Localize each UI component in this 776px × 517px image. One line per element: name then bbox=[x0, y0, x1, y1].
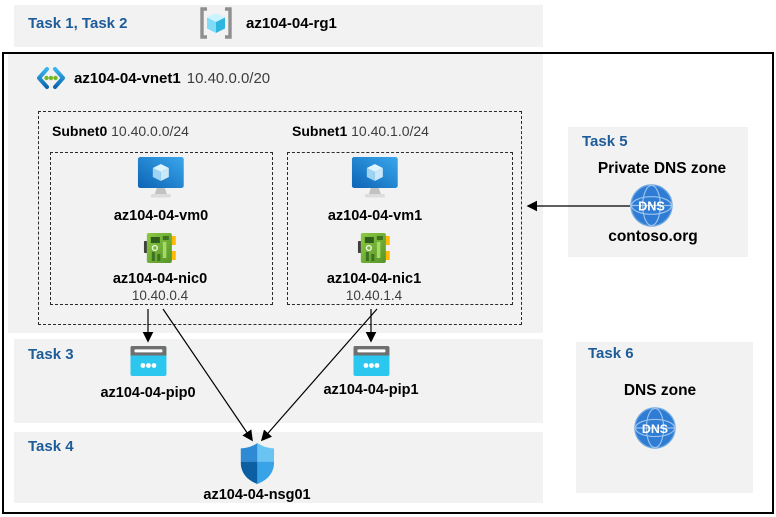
pip0-label: az104-04-pip0 bbox=[100, 385, 196, 401]
network-interface-icon bbox=[144, 233, 176, 263]
subnet0-outline bbox=[50, 152, 273, 305]
vm0-node: az104-04-vm0 bbox=[114, 157, 208, 224]
vnet-box bbox=[8, 54, 543, 333]
subnet0-name: Subnet0 bbox=[52, 123, 108, 139]
vm1-node: az104-04-vm1 bbox=[328, 157, 422, 224]
network-interface-icon bbox=[358, 233, 390, 263]
nic1-node: az104-04-nic1 10.40.1.4 bbox=[327, 232, 421, 303]
task4-band bbox=[14, 432, 543, 503]
private-dns-zone-title: Private DNS zone bbox=[597, 160, 727, 177]
private-dns-icon: DNS bbox=[630, 184, 673, 227]
resource-group-icon bbox=[200, 7, 232, 39]
nsg-label: az104-04-nsg01 bbox=[203, 487, 311, 503]
virtual-machine-icon bbox=[351, 157, 398, 198]
dns-zone-title: DNS zone bbox=[623, 382, 697, 399]
vm1-label: az104-04-vm1 bbox=[327, 208, 423, 224]
pip0-node: az104-04-pip0 bbox=[100, 346, 196, 401]
nic0-label: az104-04-nic0 bbox=[112, 271, 208, 287]
nsg-node: az104-04-nsg01 bbox=[203, 443, 311, 503]
dns-zone-icon: DNS bbox=[634, 407, 676, 449]
vnet-header: az104-04-vnet1 10.40.0.0/20 bbox=[36, 66, 270, 90]
vm0-label: az104-04-vm0 bbox=[113, 208, 209, 224]
subnet0-cidr: 10.40.0.0/24 bbox=[111, 123, 189, 139]
nic1-ip: 10.40.1.4 bbox=[345, 288, 403, 303]
task-3-label: Task 3 bbox=[28, 346, 74, 363]
dns-icon-text: DNS bbox=[638, 199, 665, 213]
virtual-network-icon bbox=[37, 67, 65, 89]
diagram-border bbox=[2, 52, 774, 514]
resource-group-band bbox=[14, 5, 543, 47]
subnet1-cidr: 10.40.1.0/24 bbox=[351, 123, 429, 139]
pip1-node: az104-04-pip1 bbox=[323, 346, 419, 398]
virtual-machine-icon bbox=[137, 157, 184, 198]
subnet0-header: Subnet0 10.40.0.0/24 bbox=[52, 123, 189, 139]
resource-group-name: az104-04-rg1 bbox=[246, 14, 337, 32]
nic0-node: az104-04-nic0 10.40.0.4 bbox=[113, 232, 207, 303]
contoso-zone-label: contoso.org bbox=[608, 228, 698, 245]
task3-band bbox=[14, 339, 543, 423]
public-ip-icon bbox=[129, 346, 166, 376]
vnet-cidr: 10.40.0.0/20 bbox=[186, 69, 271, 87]
subnet1-header: Subnet1 10.40.1.0/24 bbox=[292, 123, 429, 139]
nic0-ip: 10.40.0.4 bbox=[131, 288, 189, 303]
subnet1-outline bbox=[287, 152, 513, 305]
nic1-label: az104-04-nic1 bbox=[326, 271, 422, 287]
dns-icon-text: DNS bbox=[642, 422, 668, 436]
pip1-label: az104-04-pip1 bbox=[323, 382, 419, 398]
task-5-label: Task 5 bbox=[582, 133, 628, 150]
public-ip-icon bbox=[352, 346, 389, 376]
task-4-label: Task 4 bbox=[28, 438, 74, 455]
task-6-label: Task 6 bbox=[588, 345, 634, 362]
resource-group-node: az104-04-rg1 bbox=[198, 6, 337, 40]
network-security-group-icon bbox=[240, 443, 274, 484]
vnet-name: az104-04-vnet1 bbox=[74, 69, 181, 87]
subnet1-name: Subnet1 bbox=[292, 123, 348, 139]
task-1-2-label: Task 1, Task 2 bbox=[28, 15, 128, 32]
